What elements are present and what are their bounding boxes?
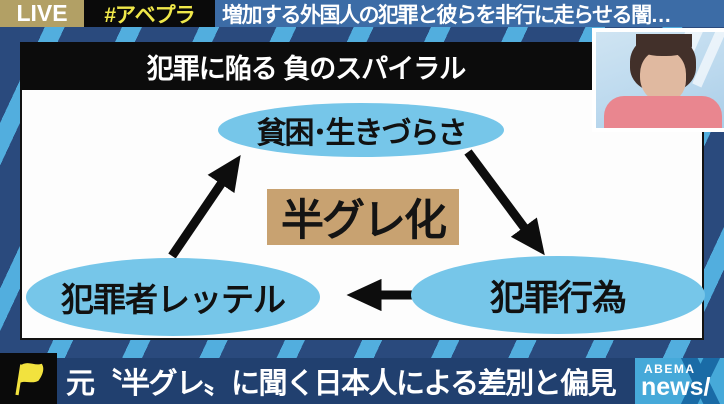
commentator-face	[640, 50, 686, 102]
diagram-title: 犯罪に陥る 負のスパイラル	[20, 42, 592, 90]
hashtag-label: #アベプラ	[84, 0, 215, 27]
commentator-shirt	[604, 96, 722, 128]
logo-abema-text: ABEMA	[644, 362, 696, 376]
commentator-video-frame	[596, 32, 724, 128]
live-badge: LIVE	[0, 0, 84, 27]
headline-text: 増加する外国人の犯罪と彼らを非行に走らせる闇…	[215, 0, 724, 27]
flag-icon	[14, 362, 43, 395]
top-headline-bar: LIVE #アベプラ 増加する外国人の犯罪と彼らを非行に走らせる闇…	[0, 0, 724, 27]
ticker-caption: 元〝半グレ〟に聞く日本人による差別と偏見	[66, 368, 617, 400]
commentator-video[interactable]	[592, 28, 724, 132]
node-criminal-label: 犯罪者レッテル	[26, 258, 320, 336]
logo-news-text: news/	[641, 373, 711, 401]
flag-badge	[0, 353, 57, 404]
node-criminal-act: 犯罪行為	[411, 256, 705, 334]
commentator-fringe	[636, 34, 692, 56]
abema-news-logo: ABEMA news/	[635, 358, 724, 404]
bottom-ticker-bar: 元〝半グレ〟に聞く日本人による差別と偏見	[0, 358, 724, 404]
node-poverty: 貧困･生きづらさ	[218, 103, 504, 157]
center-label-hangure: 半グレ化	[267, 189, 459, 245]
